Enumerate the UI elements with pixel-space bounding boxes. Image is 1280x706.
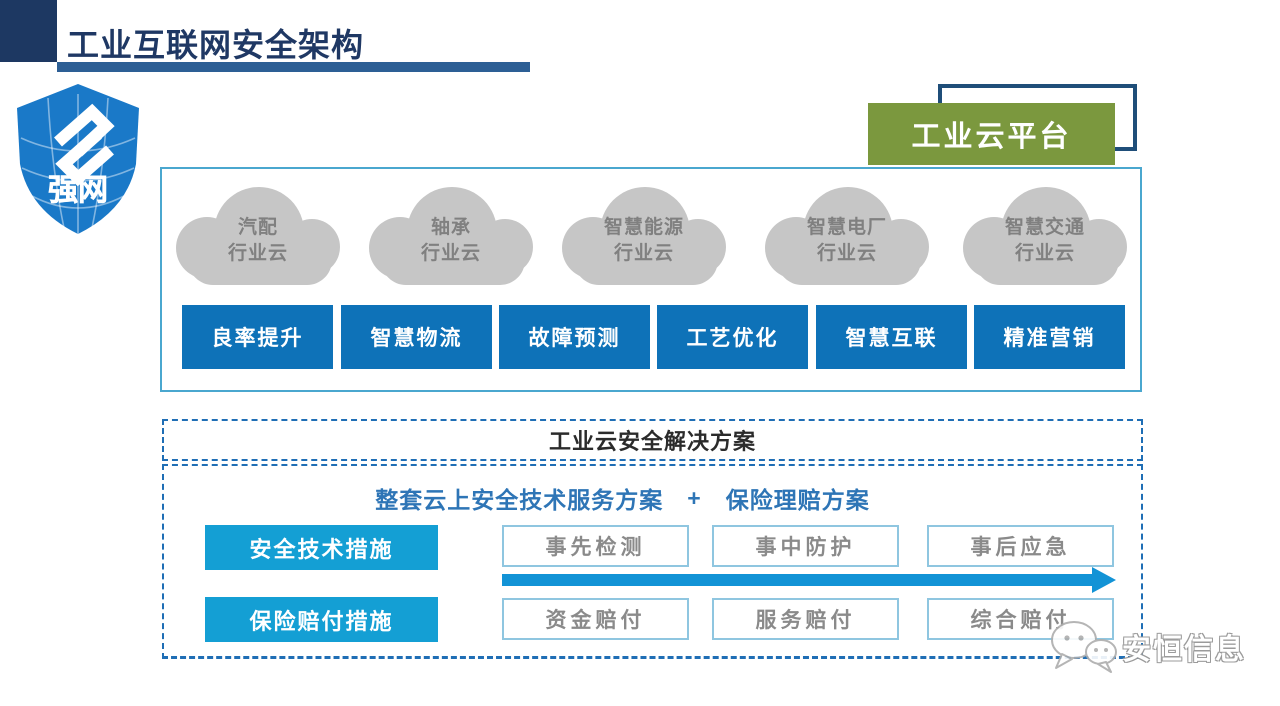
header-corner-block xyxy=(0,0,57,62)
service-process-optimization: 工艺优化 xyxy=(657,305,808,369)
cloud-label: 智慧能源行业云 xyxy=(560,187,728,285)
item-pre-detection: 事先检测 xyxy=(502,525,689,567)
cloud-smart-power-plant: 智慧电厂行业云 xyxy=(763,187,931,285)
cloud-label-line2: 行业云 xyxy=(613,243,674,264)
cloud-label-line2: 行业云 xyxy=(1014,243,1075,264)
cloud-label: 汽配行业云 xyxy=(174,187,342,285)
solution-subtitle-right: 保险理赔方案 xyxy=(725,487,870,513)
cloud-label-line2: 行业云 xyxy=(816,243,877,264)
logo-text: 强网 xyxy=(48,174,108,207)
cloud-bearing: 轴承行业云 xyxy=(367,187,535,285)
service-fault-prediction: 故障预测 xyxy=(499,305,650,369)
cloud-label-line1: 轴承 xyxy=(430,217,471,239)
insurance-compensation-button: 保险赔付措施 xyxy=(205,597,438,642)
chat-bubbles-icon xyxy=(1051,621,1117,673)
plus-sign: + xyxy=(687,484,702,511)
cloud-label: 智慧交通行业云 xyxy=(961,187,1129,285)
process-arrow xyxy=(502,574,1092,586)
service-yield-improvement: 良率提升 xyxy=(182,305,333,369)
platform-title-box: 工业云平台 xyxy=(868,103,1115,165)
cloud-label: 智慧电厂行业云 xyxy=(763,187,931,285)
item-fund-compensation: 资金赔付 xyxy=(502,598,689,640)
cloud-label-line1: 智慧能源 xyxy=(603,217,684,239)
cloud-shape xyxy=(381,235,525,285)
process-arrow-head-icon xyxy=(1092,567,1116,593)
cloud-label-line2: 行业云 xyxy=(227,243,288,264)
service-precision-marketing: 精准营销 xyxy=(974,305,1125,369)
item-mid-protection: 事中防护 xyxy=(712,525,899,567)
cloud-shape xyxy=(574,235,718,285)
page-title: 工业互联网安全架构 xyxy=(67,27,365,63)
service-smart-interconnect: 智慧互联 xyxy=(816,305,967,369)
solution-main-box: 整套云上安全技术服务方案 + 保险理赔方案 安全技术措施 事先检测 事中防护 事… xyxy=(162,464,1143,659)
solution-title-box: 工业云安全解决方案 xyxy=(162,419,1143,461)
cloud-shape xyxy=(975,235,1119,285)
security-tech-measures-button: 安全技术措施 xyxy=(205,525,438,570)
cloud-shape xyxy=(777,235,921,285)
industry-cloud-panel: 汽配行业云 轴承行业云 智慧能源行业云 智慧电厂行业云 智慧交通行业云 良率提升… xyxy=(160,167,1142,392)
cloud-shape xyxy=(188,235,332,285)
service-smart-logistics: 智慧物流 xyxy=(341,305,492,369)
cloud-label-line1: 汽配 xyxy=(237,217,278,239)
solution-subtitle: 整套云上安全技术服务方案 + 保险理赔方案 xyxy=(164,481,1081,515)
cloud-smart-energy: 智慧能源行业云 xyxy=(560,187,728,285)
solution-subtitle-left: 整套云上安全技术服务方案 xyxy=(375,487,664,513)
item-post-response: 事后应急 xyxy=(927,525,1114,567)
watermark-text: 安恒信息 xyxy=(1122,634,1247,666)
solution-title-text: 工业云安全解决方案 xyxy=(548,429,756,454)
platform-title-text: 工业云平台 xyxy=(911,121,1072,153)
cloud-label: 轴承行业云 xyxy=(367,187,535,285)
item-service-compensation: 服务赔付 xyxy=(712,598,899,640)
cloud-smart-transport: 智慧交通行业云 xyxy=(961,187,1129,285)
cloud-label-line2: 行业云 xyxy=(420,243,481,264)
cloud-label-line1: 智慧电厂 xyxy=(806,217,887,239)
anheng-watermark: 安恒信息 xyxy=(1046,614,1246,680)
qiangwang-shield-logo: 强网 xyxy=(17,84,139,234)
cloud-label-line1: 智慧交通 xyxy=(1004,217,1085,239)
title-underline-bar xyxy=(57,62,530,72)
cloud-auto-parts: 汽配行业云 xyxy=(174,187,342,285)
